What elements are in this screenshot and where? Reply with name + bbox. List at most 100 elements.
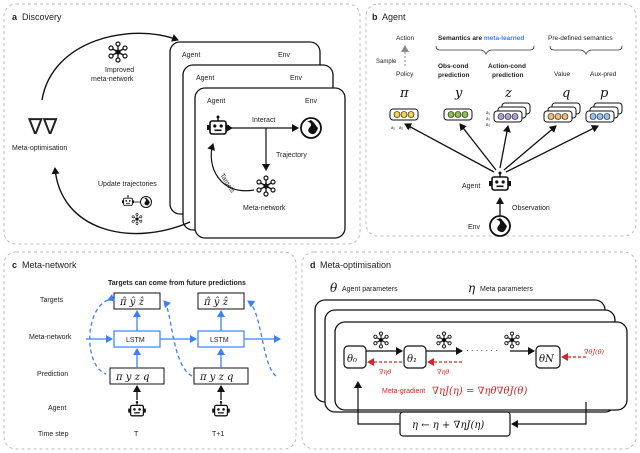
improved-meta-network-arrow [41, 32, 179, 101]
meta-optimisation-label: Meta-optimisation [12, 145, 67, 152]
sample-label: Sample [376, 59, 397, 65]
card-middle-agent-label: Agent [196, 75, 214, 82]
panel-b-letter: b [372, 12, 378, 22]
agent-to-aux-arrow [505, 125, 599, 173]
final-grad-label: ∇θJ(θ) [584, 348, 605, 356]
value-label: Value [554, 71, 571, 78]
update-equation: η ← η + ∇ηJ(η) [412, 420, 484, 431]
update-traj-globe-icon [140, 196, 152, 208]
a1-label: a₁ [391, 125, 396, 130]
act-a2-label: a₂ [486, 116, 491, 121]
card-back-env-label: Env [278, 52, 291, 59]
panel-c-title: Meta-network [22, 260, 77, 270]
obs-cond-label-2: prediction [438, 72, 469, 79]
act-cond-vector-stack [493, 102, 531, 123]
meta-params-label: Meta parameters [480, 286, 533, 293]
agent-to-act-arrow [499, 125, 511, 169]
action-label: Action [396, 35, 414, 42]
unroll-frame-front [334, 321, 628, 411]
thetaN-label: θN [539, 354, 555, 365]
agent-to-value-arrow [503, 125, 557, 171]
panel-a-title: Discovery [22, 12, 62, 22]
value-vector-stack [543, 102, 581, 123]
meta-gradient-label: Meta-gradient [382, 388, 425, 395]
update-in-arrow [511, 402, 587, 428]
nabla-symbols: ∇∇ [27, 114, 58, 139]
policy-label: Policy [396, 71, 414, 78]
row-agent-label: Agent [48, 405, 66, 412]
targets-box-t1 [197, 292, 245, 310]
env-globe-icon [489, 215, 511, 237]
prediction-text-t1: π y z q [199, 372, 233, 383]
agent-label: Agent [462, 183, 480, 190]
panel-c-subtitle: Targets can come from future predictions [108, 280, 246, 287]
symbol-pi: π [399, 86, 409, 101]
theta0-label: θ₀ [347, 354, 357, 365]
observation-label: Observation [512, 205, 550, 212]
lstm-label-t: LSTM [126, 337, 145, 344]
update-out-arrow [354, 381, 400, 425]
trajectory-label: Trajectory [276, 152, 307, 159]
future-target-arrow-mid [163, 300, 193, 377]
agent-env-card-front [194, 87, 346, 239]
card-front-agent-label: Agent [207, 98, 225, 105]
theta1-box [403, 345, 427, 369]
targets-text-t1: π̂ ŷ ẑ [203, 297, 229, 308]
act-cond-label-2: prediction [492, 72, 523, 79]
aux-pred-label: Aux-pred [590, 71, 617, 78]
grad-label-1: ∇ηθ [379, 368, 391, 376]
panel-c-letter: c [12, 260, 17, 270]
act-cond-label-1: Action-cond [488, 63, 526, 70]
panel-d-meta-optimisation: d Meta-optimisation θ Agent parameters η… [301, 251, 637, 450]
semantics-heading: Semantics are meta-learned [438, 35, 524, 42]
prediction-text-t: π y z q [115, 372, 149, 383]
update-trajectories-arrow [51, 167, 191, 235]
panel-c-meta-network: c Meta-network Targets can come from fut… [3, 251, 297, 450]
theta0-box [343, 345, 367, 369]
row-time-label: Time step [38, 431, 69, 438]
obs-cond-vector [443, 108, 473, 121]
symbol-q: q [562, 86, 570, 101]
time-step-t1: T+1 [212, 431, 224, 438]
a2-label: a₂ [399, 125, 404, 130]
eta-symbol: η [468, 281, 476, 295]
panel-d-letter: d [310, 260, 316, 270]
panel-b-title: Agent [382, 12, 406, 22]
improved-label-line1: Improved [105, 67, 134, 74]
interact-label: Interact [252, 117, 275, 124]
card-middle-env-label: Env [290, 75, 303, 82]
row-targets-label: Targets [40, 297, 63, 304]
agent-params-label: Agent parameters [342, 286, 398, 293]
env-label: Env [468, 224, 481, 231]
thetaN-box [535, 345, 561, 369]
row-meta-network-label: Meta-network [29, 334, 72, 341]
agent-to-obs-arrow [459, 123, 497, 171]
symbol-p: p [600, 86, 609, 101]
act-a3-label: a₃ [486, 122, 491, 127]
policy-vector [389, 108, 419, 121]
globe-icon [300, 117, 322, 139]
obs-cond-label-1: Obs-cond [438, 63, 468, 70]
unroll-dots: · · · · · · · [466, 346, 498, 355]
meta-network-label: Meta-network [243, 205, 286, 212]
aux-pred-vector-stack [585, 102, 623, 123]
targets-arrow [207, 143, 255, 192]
card-front-env-label: Env [305, 98, 318, 105]
agent-to-policy-arrow [404, 123, 495, 173]
future-target-arrow-left [89, 293, 116, 375]
symbol-y: y [454, 86, 463, 101]
card-back-agent-label: Agent [182, 52, 200, 59]
panel-a-letter: a [12, 12, 18, 22]
lstm-label-t1: LSTM [210, 337, 229, 344]
theta-symbol: θ [330, 281, 338, 295]
act-a1-label: a₁ [486, 110, 491, 115]
meta-gradient-equation: ∇ηJ(η) = ∇ηθ∇θJ(θ) [432, 386, 527, 397]
semantics-brace [435, 45, 535, 55]
update-trajectories-label: Update trajectories [98, 181, 157, 188]
panel-a-discovery: a Discovery Agent Env Agent Env Agent En… [3, 3, 361, 245]
time-step-t: T [134, 431, 139, 438]
row-prediction-label: Prediction [37, 371, 68, 378]
predefined-brace [549, 45, 623, 55]
theta1-label: θ₁ [407, 354, 417, 365]
